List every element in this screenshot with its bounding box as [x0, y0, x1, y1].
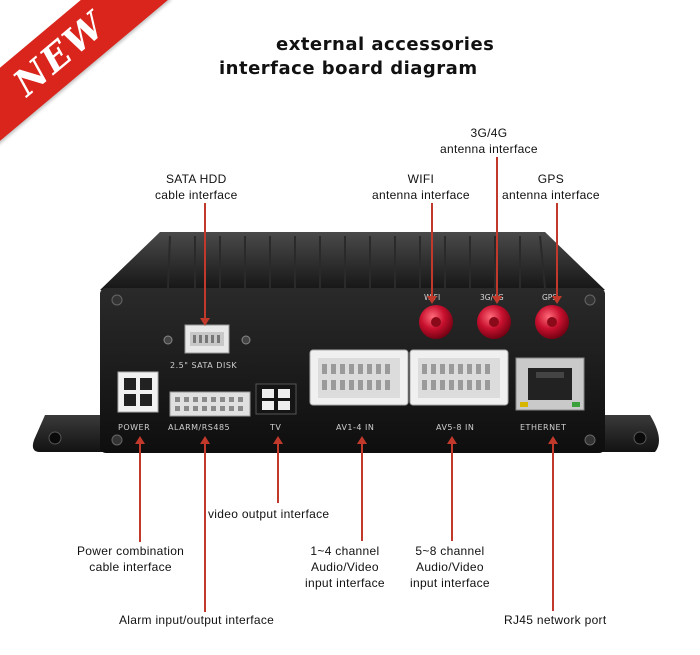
heatsink-fins: [167, 235, 546, 289]
screw-tl: [111, 294, 123, 306]
screw-bl: [111, 434, 123, 446]
wifi-callout: WIFI antenna interface: [372, 171, 470, 203]
screw-br: [584, 434, 596, 446]
gps-callout: GPS antenna interface: [502, 171, 600, 203]
av5-panel-label: AV5-8 IN: [436, 423, 474, 432]
left-mount-tab: [32, 415, 110, 452]
av1-4-callout: 1~4 channel Audio/Video input interface: [305, 543, 385, 591]
av1-4-callout-line2: Audio/Video: [311, 560, 379, 574]
ethernet-panel-label: ETHERNET: [520, 423, 567, 432]
av5-8-callout-line2: Audio/Video: [416, 560, 484, 574]
wifi-callout-line1: WIFI: [407, 172, 435, 186]
3g4g-panel-label: 3G/4G: [480, 293, 504, 302]
power-callout: Power combination cable interface: [77, 543, 184, 575]
rj45-callout: RJ45 network port: [504, 613, 607, 627]
alarm-panel-label: ALARM/RS485: [168, 423, 230, 432]
gps-panel-label: GPS: [542, 293, 557, 302]
left-mount-hole: [48, 431, 62, 445]
power-callout-line1: Power combination: [77, 544, 185, 558]
gps-callout-line2: antenna interface: [502, 188, 600, 202]
av1-4-callout-line1: 1~4 channel: [310, 544, 380, 558]
3g4g-callout: 3G/4G antenna interface: [440, 125, 538, 157]
av5-8-callout-line1: 5~8 channel: [415, 544, 485, 558]
title-line-2: interface board diagram: [219, 58, 478, 79]
title-line-1: external accessories: [276, 34, 495, 55]
av5-8-callout-line3: input interface: [410, 576, 490, 590]
pointer-lines: [139, 157, 558, 612]
alarm-callout: Alarm input/output interface: [119, 613, 275, 627]
wifi-callout-line2: antenna interface: [372, 188, 470, 202]
sata-hdd-callout-line2: cable interface: [155, 188, 238, 202]
power-panel-label: POWER: [118, 423, 150, 432]
heatsink-top: [100, 232, 605, 290]
sata-disk-panel-label: 2.5" SATA DISK: [170, 361, 237, 370]
video-output-callout: video output interface: [208, 507, 330, 521]
3g4g-callout-line1: 3G/4G: [470, 126, 508, 140]
power-callout-line2: cable interface: [89, 560, 172, 574]
tv-panel-label: TV: [269, 423, 281, 432]
av1-4-callout-line3: input interface: [305, 576, 385, 590]
3g4g-callout-line2: antenna interface: [440, 142, 538, 156]
right-mount-hole: [633, 431, 647, 445]
sata-hdd-callout-line1: SATA HDD: [165, 172, 227, 186]
av5-8-callout: 5~8 channel Audio/Video input interface: [410, 543, 490, 591]
screw-tr: [584, 294, 596, 306]
av1-panel-label: AV1-4 IN: [336, 423, 374, 432]
sata-hdd-callout: SATA HDD cable interface: [155, 171, 238, 203]
alarm-connector: [169, 391, 251, 417]
gps-callout-line1: GPS: [537, 172, 565, 186]
